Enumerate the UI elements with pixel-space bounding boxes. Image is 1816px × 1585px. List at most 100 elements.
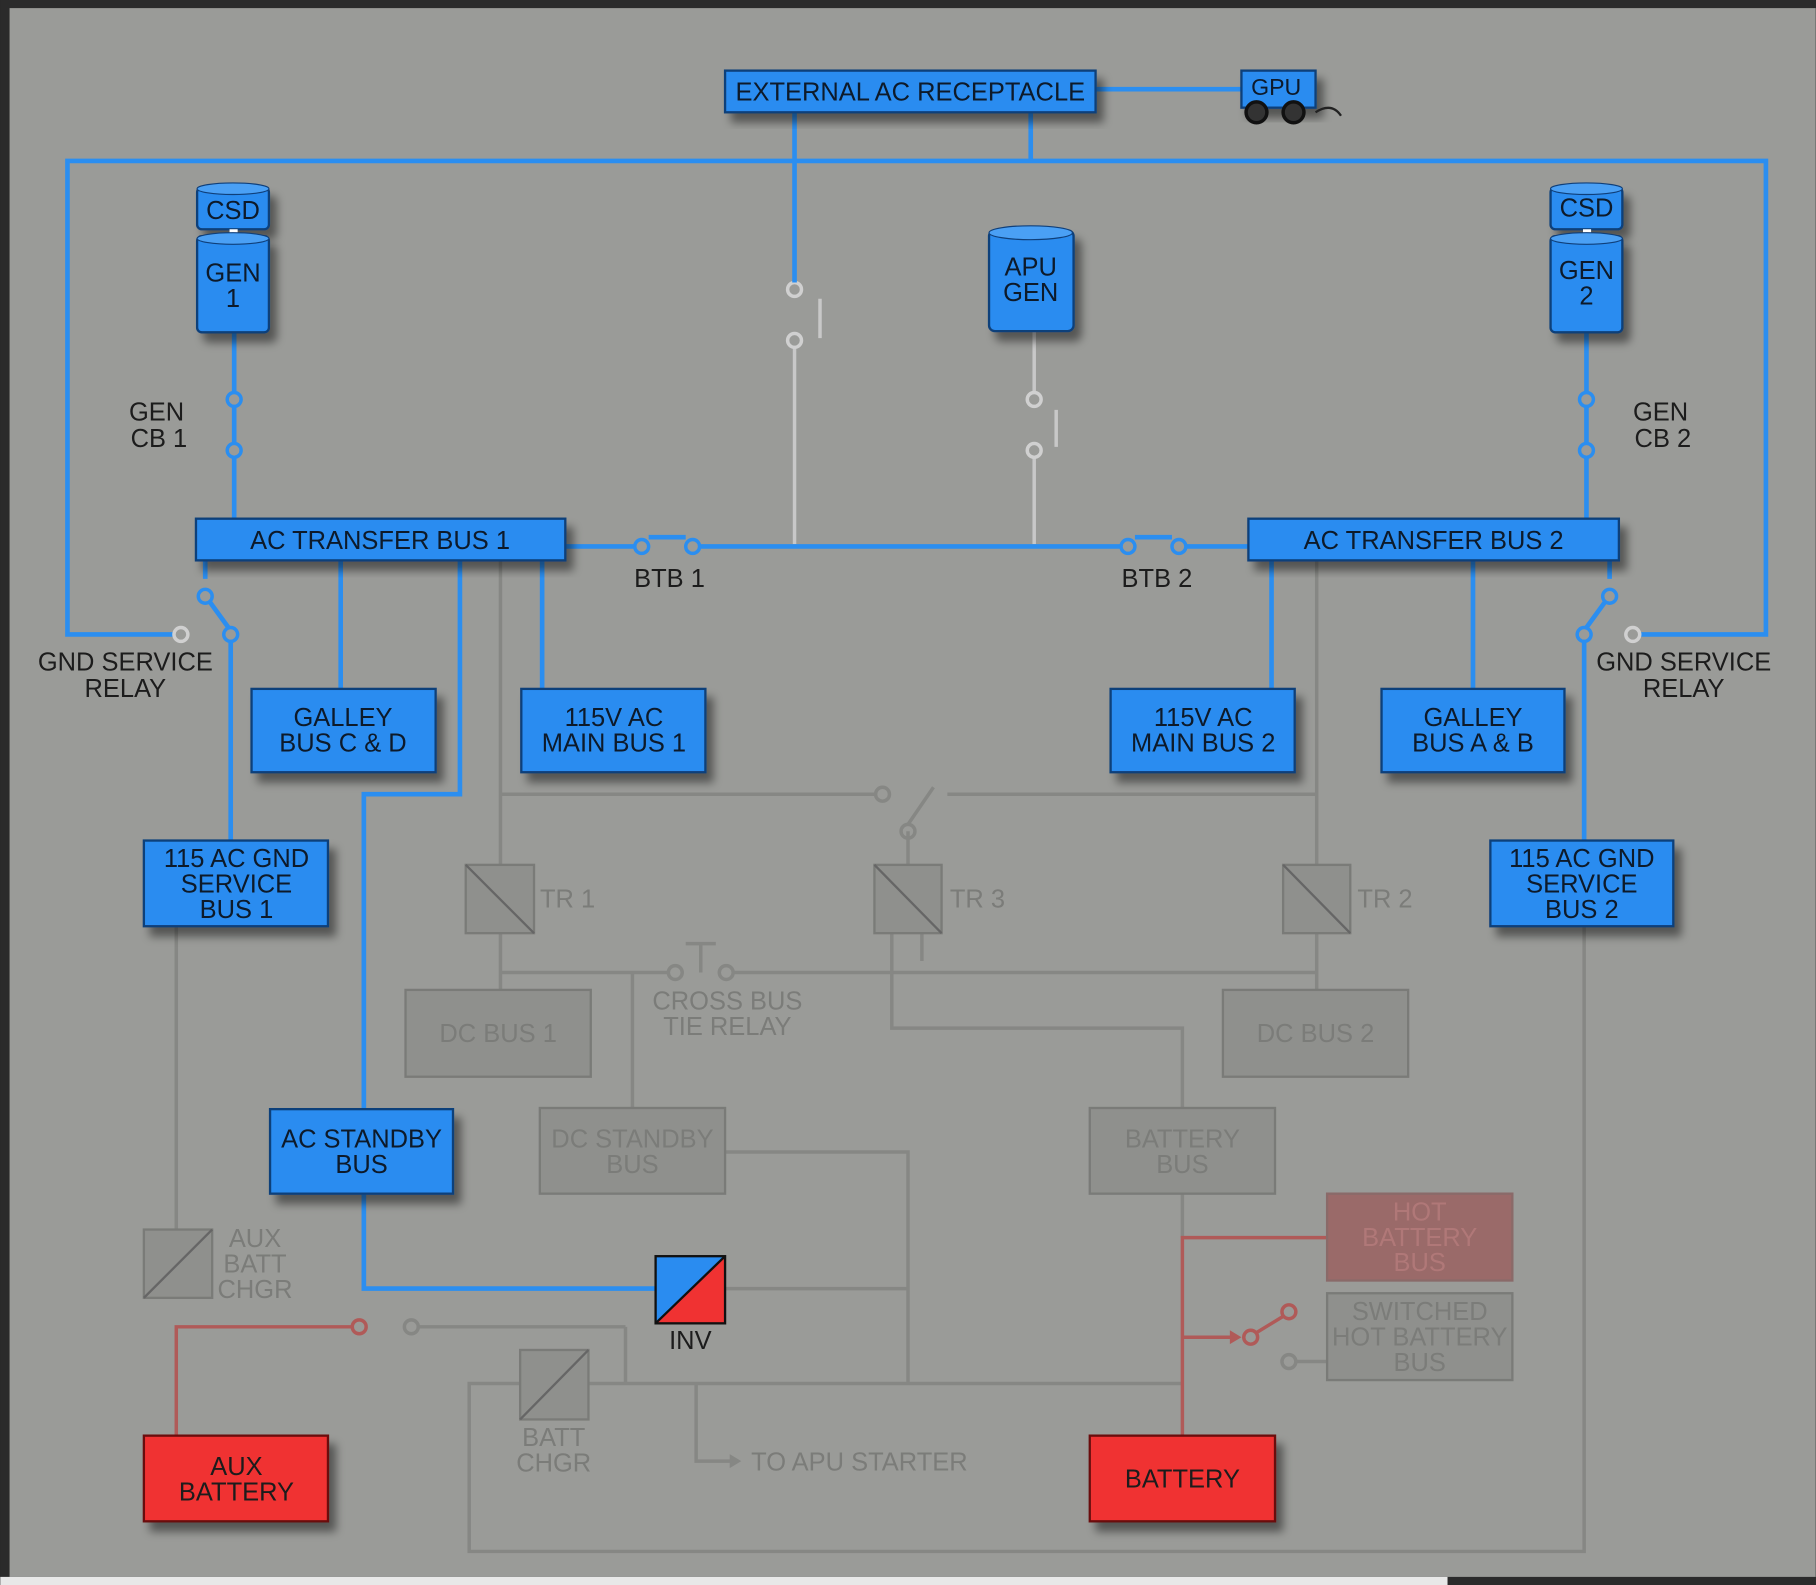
ac-tb2-label: AC TRANSFER BUS 2 bbox=[1304, 527, 1564, 555]
line: BATT bbox=[522, 1424, 585, 1452]
gen1-label: GEN bbox=[205, 259, 260, 287]
ac-transfer-bus-2[interactable]: AC TRANSFER BUS 2 bbox=[1247, 517, 1621, 562]
line: 115V AC bbox=[565, 704, 664, 732]
powered-wiring bbox=[65, 86, 1769, 1291]
ac-transfer-bus-1[interactable]: AC TRANSFER BUS 1 bbox=[194, 517, 567, 562]
main-battery[interactable]: BATTERY bbox=[1088, 1434, 1277, 1523]
apu-gen-label: GEN bbox=[1003, 279, 1058, 307]
tr-1[interactable]: TR 1 bbox=[464, 863, 595, 935]
line: BATTERY bbox=[1125, 1125, 1240, 1153]
btb2-label: BTB 2 bbox=[1122, 565, 1193, 593]
line: AUX bbox=[210, 1453, 262, 1481]
tr1-label: TR 1 bbox=[540, 886, 595, 914]
line: BATT bbox=[223, 1250, 286, 1278]
line: AC STANDBY bbox=[281, 1125, 442, 1153]
line: SWITCHED bbox=[1352, 1298, 1488, 1326]
line: BUS bbox=[1156, 1151, 1208, 1179]
gen2-label: GEN bbox=[1559, 257, 1614, 285]
gnd-service-relay-left-relay: RELAY bbox=[85, 675, 167, 703]
gen-cb2-label: GEN bbox=[1633, 398, 1688, 426]
line: SERVICE bbox=[1526, 871, 1637, 899]
dc-bus-1-label: DC BUS 1 bbox=[439, 1020, 556, 1048]
line: AUX bbox=[229, 1225, 281, 1253]
arrow-icon bbox=[729, 1454, 742, 1469]
line: MAIN BUS 1 bbox=[542, 729, 686, 757]
tr-3[interactable]: TR 3 bbox=[873, 863, 1005, 935]
csd-1[interactable]: CSD bbox=[195, 182, 271, 231]
line: BUS C & D bbox=[279, 729, 406, 757]
gpu-label: GPU bbox=[1251, 74, 1301, 100]
line: BUS bbox=[1394, 1249, 1446, 1277]
external-ac-receptacle[interactable]: EXTERNAL AC RECEPTACLE bbox=[723, 69, 1097, 114]
line: BATTERY bbox=[1362, 1224, 1477, 1252]
line: 115 AC GND bbox=[1509, 845, 1654, 873]
gnd-service-relay-right-label: GND SERVICE bbox=[1596, 648, 1771, 676]
line: DC STANDBY bbox=[551, 1125, 713, 1153]
apu-starter-label: TO APU STARTER bbox=[751, 1448, 968, 1476]
tr-2[interactable]: TR 2 bbox=[1281, 863, 1413, 935]
gen-cb2-number: CB 2 bbox=[1635, 425, 1692, 453]
cross-bus-tie-relay-label: CROSS BUS bbox=[652, 988, 802, 1016]
gen-cb1-number: CB 1 bbox=[131, 425, 188, 453]
line: HOT bbox=[1393, 1198, 1447, 1226]
csd1-label: CSD bbox=[206, 197, 260, 225]
csd-2[interactable]: CSD bbox=[1549, 182, 1624, 231]
line: SERVICE bbox=[181, 871, 292, 899]
line: BATTERY bbox=[179, 1478, 294, 1506]
btb1-label: BTB 1 bbox=[634, 565, 705, 593]
gpu-cart[interactable]: GPU bbox=[1240, 69, 1342, 125]
line: HOT BATTERY bbox=[1332, 1323, 1507, 1351]
line: GALLEY bbox=[293, 704, 392, 732]
line: BUS bbox=[606, 1151, 658, 1179]
gen-cb1-label: GEN bbox=[129, 398, 184, 426]
inverter[interactable]: INV bbox=[654, 1255, 727, 1355]
battery-wiring bbox=[174, 1235, 1328, 1436]
line: 115V AC bbox=[1154, 704, 1253, 732]
dc-bus-2[interactable]: DC BUS 2 bbox=[1221, 988, 1410, 1078]
line: MAIN BUS 2 bbox=[1131, 729, 1275, 757]
dc-bus-1[interactable]: DC BUS 1 bbox=[404, 988, 592, 1078]
line: BUS A & B bbox=[1412, 729, 1534, 757]
apu-label: APU bbox=[1005, 254, 1057, 282]
line: BUS 2 bbox=[1545, 896, 1619, 924]
line: BUS bbox=[335, 1151, 387, 1179]
gen1-number: 1 bbox=[226, 285, 240, 313]
cross-bus-tie-relay-label-2: TIE RELAY bbox=[663, 1013, 791, 1041]
gpu-wheel-icon bbox=[1281, 100, 1306, 125]
